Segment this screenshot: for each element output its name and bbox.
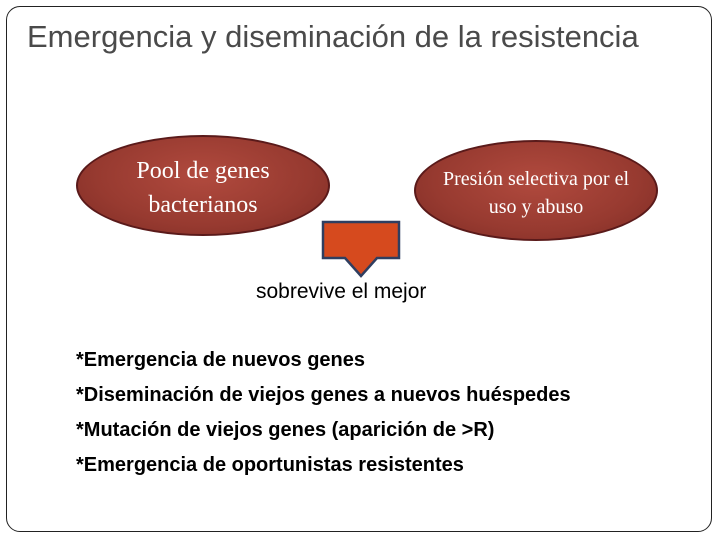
list-item: *Emergencia de oportunistas resistentes — [76, 454, 464, 476]
list-item: *Emergencia de nuevos genes — [76, 349, 366, 371]
list-item: *Diseminación de viejos genes a nuevos h… — [76, 384, 571, 406]
selective-pressure-label: Presión selectiva por el uso y abuso — [442, 167, 630, 218]
list-item: *Mutación de viejos genes (aparición de … — [76, 419, 495, 441]
survival-caption: sobrevive el mejor — [256, 280, 427, 303]
slide-title: Emergencia y diseminación de la resisten… — [27, 19, 639, 54]
down-arrow-icon — [321, 220, 401, 278]
bullet-list: *Emergencia de nuevos genes *Diseminació… — [76, 343, 571, 483]
gene-pool-label: Pool de genes bacterianos — [136, 157, 270, 218]
selective-pressure-ellipse: Presión selectiva por el uso y abuso — [414, 140, 658, 241]
gene-pool-ellipse: Pool de genes bacterianos — [76, 135, 330, 236]
